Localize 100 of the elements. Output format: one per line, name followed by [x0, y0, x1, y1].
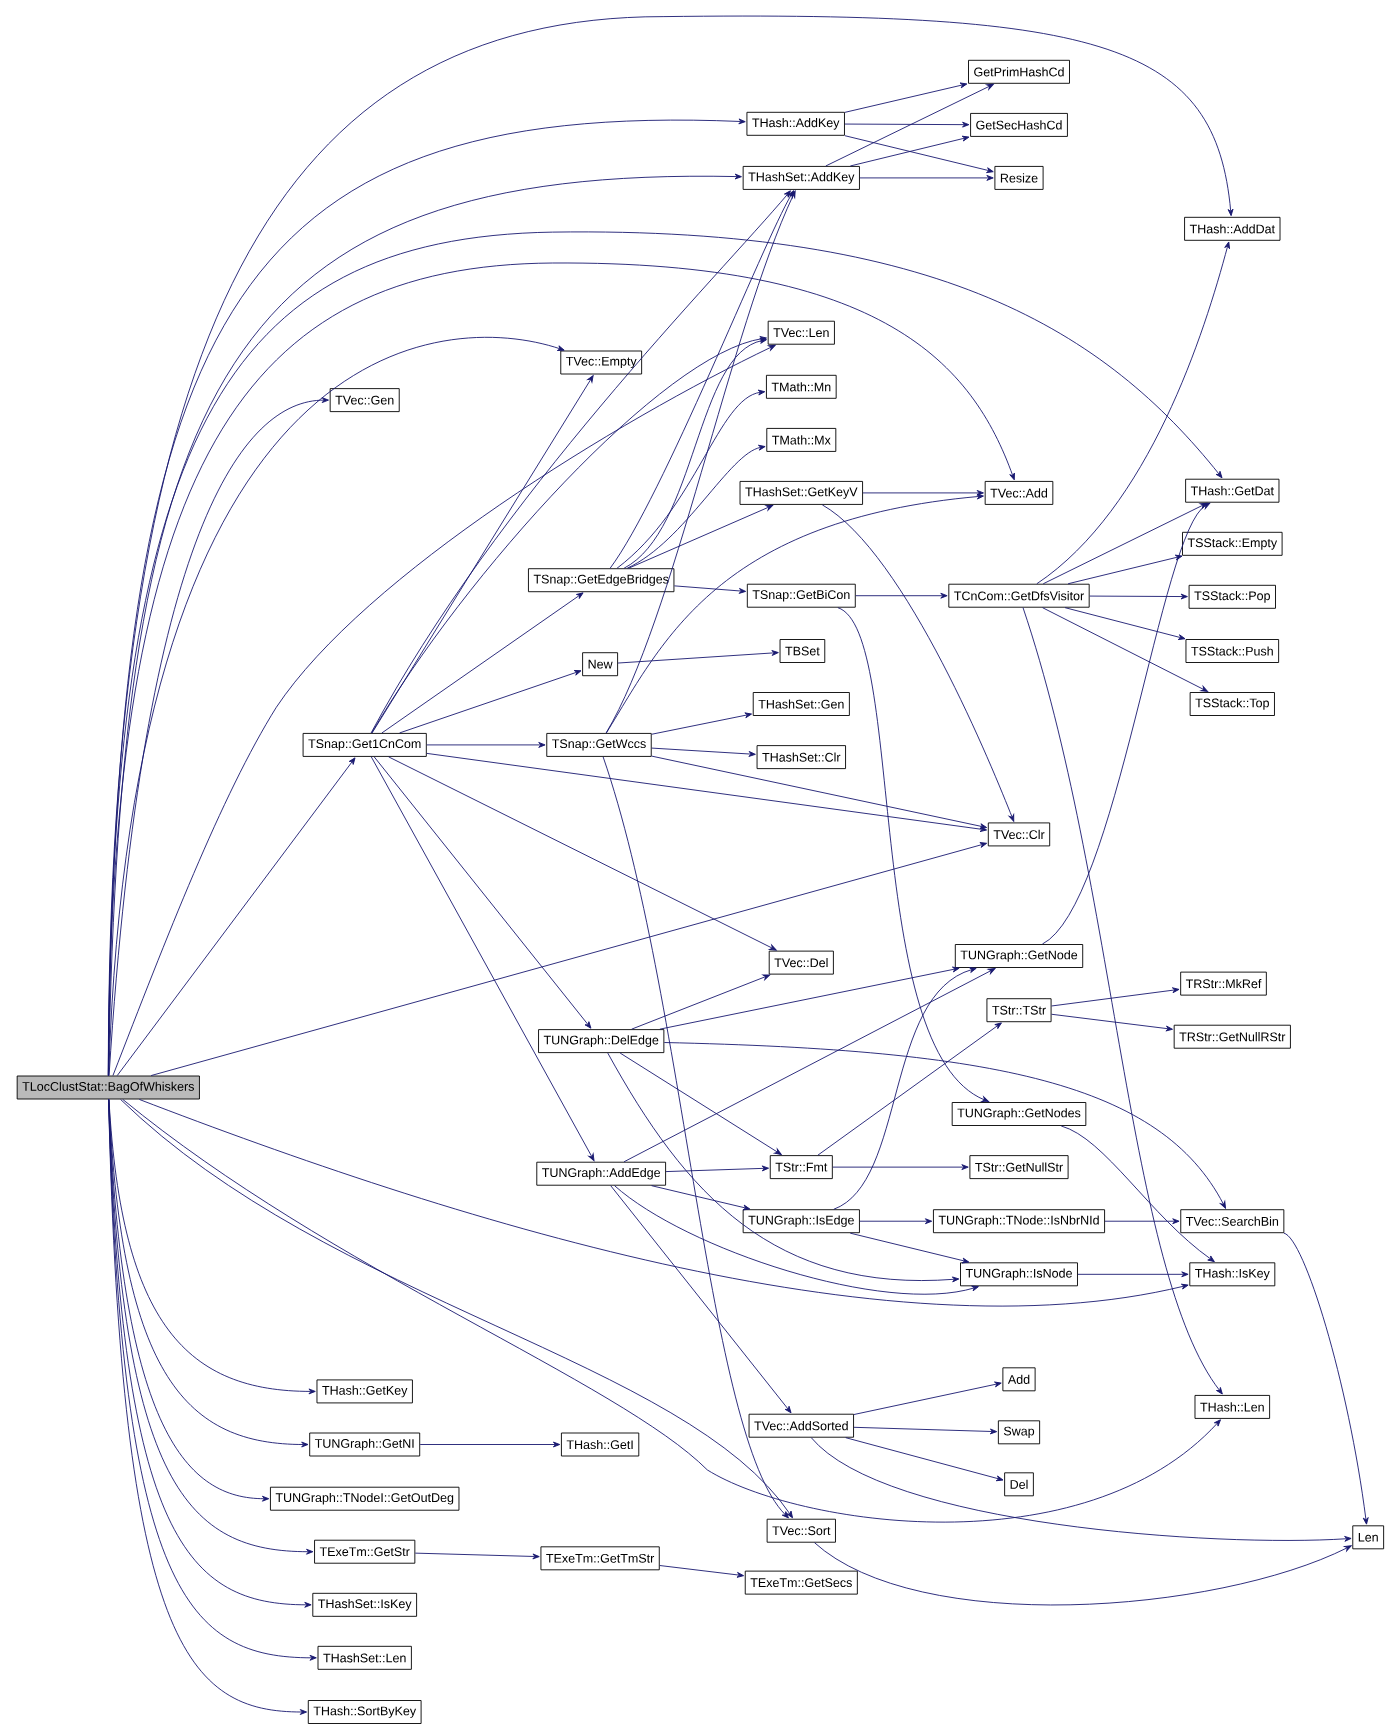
- arrow: [833, 967, 977, 1210]
- arrow: [617, 650, 779, 664]
- arrow: [626, 444, 766, 569]
- arrow: [853, 1381, 1002, 1415]
- function-box: TExeTm::GetStr: [314, 1539, 416, 1564]
- arrow: [651, 747, 756, 757]
- function-box: TUNGraph::IsEdge: [742, 1209, 860, 1234]
- function-box: TUNGraph::TNode::IsNbrNId: [932, 1209, 1106, 1234]
- arrow: [844, 121, 970, 128]
- arrow: [371, 336, 767, 734]
- function-box: THash::GetDat: [1185, 478, 1280, 503]
- arrow: [1051, 987, 1180, 1007]
- arrow: [810, 1437, 1352, 1542]
- arrow: [659, 1565, 745, 1578]
- function-box: TRStr::GetNullRStr: [1173, 1024, 1291, 1049]
- arrow: [1042, 502, 1208, 585]
- arrow: [616, 389, 766, 569]
- arrow: [614, 1185, 979, 1295]
- function-box: TVec::Add: [984, 480, 1054, 505]
- function-box: TRStr::MkRef: [1180, 971, 1267, 996]
- arrow: [108, 397, 329, 1076]
- arrow: [651, 755, 988, 830]
- function-box: TMath::Mn: [765, 374, 837, 399]
- arrow: [814, 1542, 1352, 1606]
- function-box: TVec::Gen: [329, 388, 400, 413]
- arrow: [1042, 607, 1209, 692]
- function-box: TExeTm::GetTmStr: [540, 1546, 660, 1571]
- function-box: TUNGraph::GetNI: [309, 1432, 421, 1457]
- arrow: [108, 1099, 270, 1502]
- arrow: [1089, 593, 1188, 600]
- arrow: [108, 1099, 309, 1448]
- function-box: THashSet::Clr: [756, 745, 846, 770]
- function-box: TSStack::Push: [1185, 639, 1280, 663]
- arrow: [821, 504, 1015, 822]
- arrow: [426, 741, 546, 748]
- arrow: [370, 190, 791, 734]
- arrow: [1036, 241, 1230, 585]
- arrow: [844, 82, 968, 113]
- arrow: [602, 756, 789, 1519]
- function-box: THash::GetI: [560, 1432, 640, 1457]
- function-box: TVec::SearchBin: [1180, 1209, 1285, 1234]
- arrow: [663, 1042, 1226, 1209]
- function-box: TMath::Mx: [766, 427, 837, 452]
- arrow: [426, 752, 988, 833]
- arrow: [116, 757, 356, 1076]
- arrow: [108, 336, 565, 1076]
- function-box: Swap: [997, 1420, 1041, 1445]
- arrow: [610, 1185, 792, 1414]
- arrow: [825, 83, 994, 167]
- function-box: TVec::Len: [767, 320, 835, 345]
- function-box: TCnCom::GetDfsVisitor: [948, 583, 1090, 608]
- function-box: Len: [1352, 1525, 1385, 1550]
- arrow: [1064, 607, 1186, 640]
- arrow: [1077, 1271, 1189, 1278]
- function-box: GetSecHashCd: [970, 112, 1068, 137]
- function-box: Add: [1002, 1367, 1036, 1392]
- arrow: [1067, 554, 1183, 585]
- arrow: [673, 585, 747, 594]
- function-box: THash::SortByKey: [307, 1700, 422, 1724]
- arrow: [419, 1441, 561, 1448]
- function-box: THash::GetKey: [316, 1379, 413, 1404]
- arrow: [112, 344, 776, 1076]
- function-box: THashSet::GetKeyV: [739, 480, 864, 505]
- function-box: TUNGraph::GetNode: [954, 944, 1084, 968]
- function-box: GetPrimHashCd: [968, 59, 1070, 84]
- arrow: [1022, 607, 1223, 1395]
- arrow: [381, 592, 584, 734]
- arrow: [122, 1099, 1221, 1523]
- arrow: [1060, 1125, 1215, 1263]
- arrow: [855, 592, 948, 599]
- arrow: [845, 1437, 1004, 1482]
- function-box: Del: [1004, 1472, 1034, 1497]
- function-box: THash::IsKey: [1189, 1262, 1276, 1287]
- function-box: TSnap::Get1CnCom: [302, 732, 427, 757]
- arrow: [607, 1052, 960, 1283]
- function-box: TUNGraph::TNodeI::GetOutDeg: [270, 1486, 460, 1511]
- arrow: [659, 966, 960, 1030]
- arrow: [859, 1218, 933, 1225]
- arrow: [817, 1022, 1002, 1156]
- arrow: [1283, 1232, 1369, 1525]
- function-box: THashSet::IsKey: [312, 1592, 418, 1617]
- function-box: TSStack::Pop: [1188, 584, 1276, 609]
- function-box: THash::AddKey: [746, 111, 845, 136]
- arrow: [859, 175, 994, 181]
- arrow: [1051, 1013, 1173, 1032]
- function-box: THashSet::Gen: [752, 692, 850, 716]
- arrow: [120, 1099, 793, 1519]
- function-box: THash::Len: [1194, 1394, 1271, 1419]
- function-box: TUNGraph::DelEdge: [538, 1029, 665, 1054]
- arrow: [371, 375, 594, 734]
- arrow: [619, 1052, 782, 1155]
- arrow: [628, 504, 774, 569]
- arrow: [150, 842, 988, 1076]
- arrow: [651, 712, 752, 735]
- function-box: TVec::Del: [768, 950, 834, 975]
- arrow: [1104, 1218, 1180, 1225]
- arrow: [388, 756, 777, 951]
- function-box: New: [582, 652, 619, 677]
- function-box: TUNGraph::IsNode: [960, 1262, 1078, 1287]
- arrow: [414, 1552, 540, 1560]
